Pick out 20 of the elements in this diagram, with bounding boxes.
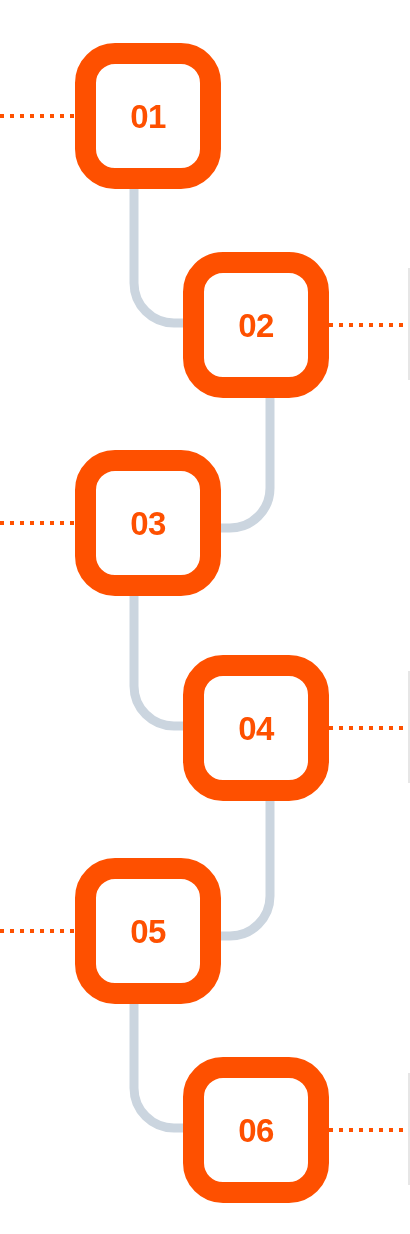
step-box [183, 1057, 329, 1203]
step-number: 05 [130, 914, 166, 948]
dotted-line [0, 114, 75, 118]
step-number: 01 [130, 99, 166, 133]
connector-line [221, 801, 275, 941]
step-number: 04 [238, 711, 274, 745]
connector-line [129, 189, 183, 328]
connector-line [129, 1004, 183, 1133]
step-number: 03 [130, 506, 166, 540]
step-box [75, 43, 221, 189]
step-number: 06 [238, 1113, 274, 1147]
connector-line [221, 398, 275, 533]
step-number: 02 [238, 308, 274, 342]
step-box [75, 450, 221, 596]
step-box [75, 858, 221, 1004]
step-box [183, 655, 329, 801]
dotted-line [0, 521, 75, 525]
connector-line [129, 596, 183, 731]
step-box [183, 252, 329, 398]
dotted-line [0, 929, 75, 933]
